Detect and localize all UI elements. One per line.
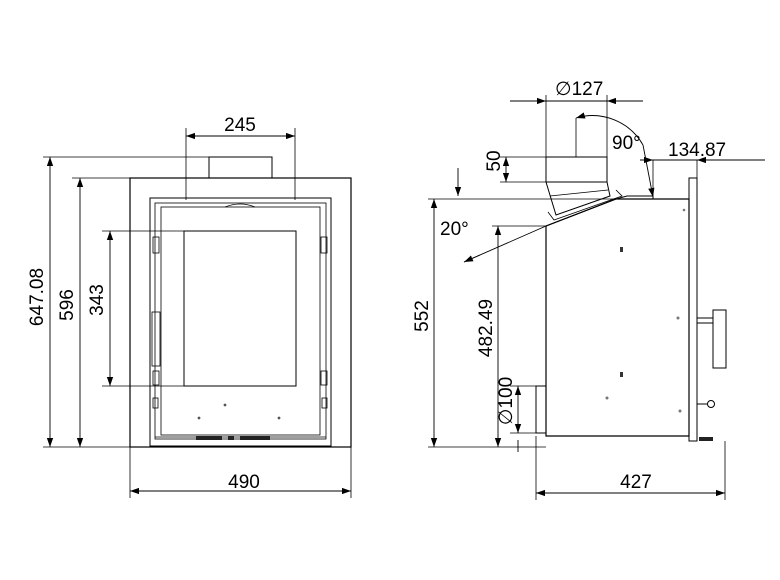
side-view: ∅127 50 90° 134.87 20° 552 482.49 ∅100 4… xyxy=(412,79,765,500)
dim-slope-angle-label: 20° xyxy=(440,219,469,240)
side-detail-1 xyxy=(620,247,623,252)
dim-flue-stub-label: 50 xyxy=(484,150,505,171)
dim-arrow-slope-angle xyxy=(463,254,481,263)
dim-flue-width-label: 245 xyxy=(224,115,256,136)
side-handle-bar xyxy=(696,317,714,324)
dim-offset-label: 134.87 xyxy=(668,140,726,161)
dim-depth-label: 427 xyxy=(620,472,652,493)
front-glass-panel xyxy=(183,230,297,387)
flue-diameter-value: 127 xyxy=(572,79,604,100)
side-flue-adaptor-line xyxy=(549,189,609,197)
side-air-inlet xyxy=(535,385,547,434)
dim-arc-flue-angle xyxy=(575,112,644,146)
side-detail-3 xyxy=(676,316,680,320)
diameter-symbol-2: ∅ xyxy=(496,409,517,426)
front-outer-frame xyxy=(129,177,352,448)
dim-slope-height-label: 482.49 xyxy=(476,299,497,357)
front-hinge-left-top xyxy=(152,236,160,254)
side-handle-grip xyxy=(712,309,727,369)
side-detail-6 xyxy=(682,208,686,212)
dim-air-inlet-label: ∅100 xyxy=(496,377,517,425)
front-baffle xyxy=(224,203,256,208)
side-flue-adaptor xyxy=(545,181,611,216)
dim-overall-height-label: 647.08 xyxy=(27,268,48,326)
front-clip-right-low xyxy=(321,397,328,409)
front-clip-left-low xyxy=(152,397,159,409)
side-detail-5 xyxy=(678,409,682,413)
air-inlet-value: 100 xyxy=(496,377,517,409)
front-vent-right xyxy=(240,436,270,440)
side-top-slope xyxy=(545,198,617,227)
side-body xyxy=(545,198,690,437)
front-inner-frame xyxy=(149,197,332,447)
front-hinge-right-bot xyxy=(320,370,328,386)
dim-frame-height-label: 596 xyxy=(57,289,78,321)
side-flue-base xyxy=(547,189,623,221)
dim-line-flue-angle-leader xyxy=(642,144,655,198)
front-vent-left xyxy=(196,436,222,440)
front-door xyxy=(160,206,321,436)
dim-flue-diameter-label: ∅127 xyxy=(555,79,603,100)
side-foot xyxy=(699,437,713,441)
front-hinge-right-top xyxy=(320,236,328,254)
front-flue-stub xyxy=(208,156,273,179)
front-hinge-left-mid xyxy=(151,311,161,367)
dim-height-label: 552 xyxy=(412,300,433,332)
front-hinge-left-bot xyxy=(152,370,160,386)
front-dot-1 xyxy=(223,403,227,407)
side-front-plate xyxy=(688,177,698,442)
front-firebox xyxy=(154,202,327,440)
dim-flue-angle-label: 90° xyxy=(612,133,641,154)
diameter-symbol: ∅ xyxy=(555,79,572,100)
side-latch xyxy=(707,400,715,408)
side-flue-collar xyxy=(545,156,608,183)
front-dot-2 xyxy=(197,416,201,420)
side-detail-2 xyxy=(620,372,623,377)
dim-glass-height-label: 343 xyxy=(87,284,108,316)
front-view: 245 647.08 596 343 490 xyxy=(27,115,352,498)
front-vent-small xyxy=(228,436,234,440)
dim-width-label: 490 xyxy=(228,472,260,493)
side-detail-4 xyxy=(605,396,609,400)
front-dot-3 xyxy=(277,416,281,420)
